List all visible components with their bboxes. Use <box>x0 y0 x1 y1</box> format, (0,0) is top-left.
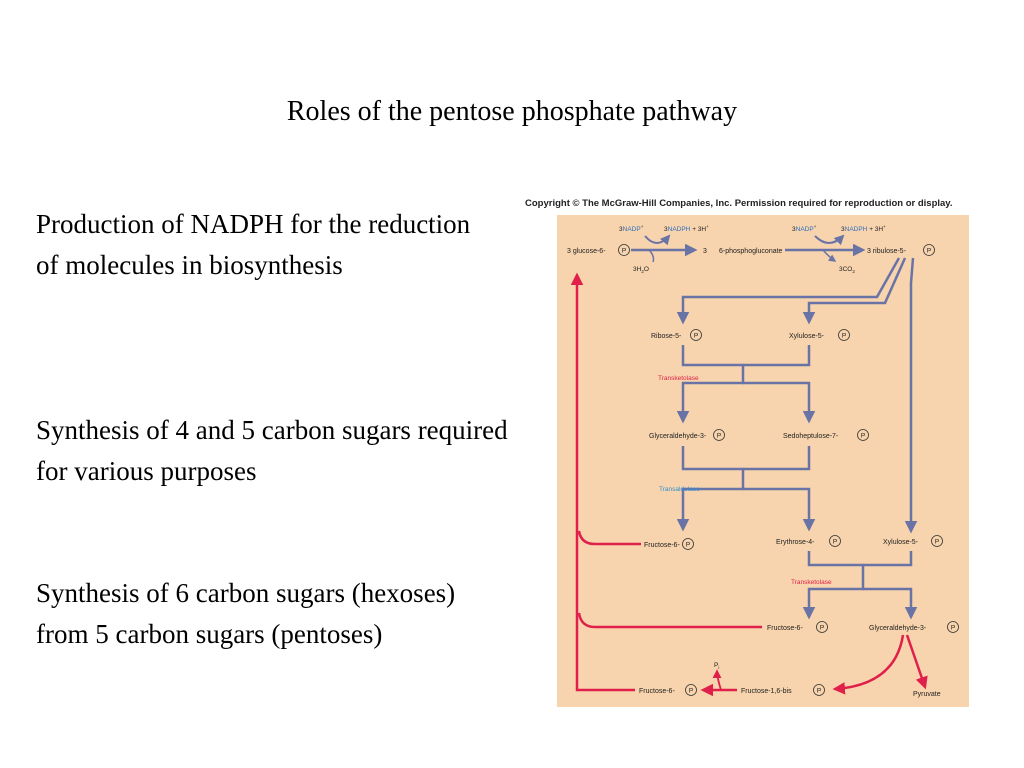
slide-title: Roles of the pentose phosphate pathway <box>286 96 738 127</box>
phosphate-circle: P <box>816 621 828 633</box>
arrow-phosphate-release <box>712 669 722 691</box>
label-glyceraldehyde-3-phosphate-1: Glyceraldehyde-3- <box>649 433 707 440</box>
arrow-transketolase-1-left <box>676 345 745 424</box>
phosphate-circle: P <box>947 621 959 633</box>
phosphate-circle: P <box>923 244 935 256</box>
arrow-recycle-fructose-2 <box>577 612 762 629</box>
phosphate-circle: P <box>713 429 725 441</box>
label-fructose-6-phosphate-1: Fructose-6- <box>644 542 680 549</box>
arrow-to-pyruvate <box>905 634 928 690</box>
label-3-nadph-2: 3NADPH + 3H+ <box>841 224 886 233</box>
label-three: 3 <box>703 248 707 255</box>
svg-text:P: P <box>820 625 824 632</box>
pentose-phosphate-diagram: 3 glucose-6- P 3NADP+ 3NADPH + 3H+ 3H2O … <box>557 215 969 707</box>
arrow-transketolase-1-right <box>743 345 809 421</box>
phosphate-circle: P <box>829 535 841 547</box>
svg-text:P: P <box>951 625 955 632</box>
label-water: 3H2O <box>633 266 649 274</box>
svg-text:P: P <box>833 539 837 546</box>
arrow-recycle-fructose-1 <box>577 530 641 546</box>
svg-text:P: P <box>842 333 846 340</box>
phosphate-circle: P <box>682 538 694 550</box>
label-3-nadp-1: 3NADP+ <box>619 224 644 233</box>
arrow-recycle-to-glucose <box>570 272 635 692</box>
label-inorganic-phosphate: Pi <box>714 662 719 670</box>
arrow-transaldolase-left <box>676 446 745 532</box>
arrow-water-input <box>648 249 655 263</box>
phosphate-circle: P <box>857 429 869 441</box>
svg-text:P: P <box>622 248 626 255</box>
arrow-ribulose-to-xylulose <box>802 257 907 325</box>
label-ribose-5-phosphate: Ribose-5- <box>651 333 682 340</box>
arrow-transketolase-2-right <box>863 551 911 617</box>
svg-text:P: P <box>861 433 865 440</box>
label-erythrose-4-phosphate: Erythrose-4- <box>776 539 815 546</box>
phosphate-circle: P <box>618 244 630 256</box>
phosphate-circle: P <box>931 535 943 547</box>
enzyme-transketolase-1: Transketolase <box>658 375 699 382</box>
arrow-co2-release <box>822 249 837 262</box>
role-nadph-production: Production of NADPH for the reduction of… <box>36 209 471 280</box>
enzyme-transketolase-2: Transketolase <box>791 579 832 586</box>
phosphate-circle: P <box>813 684 825 696</box>
arrow-nadp-reduction-2 <box>814 234 845 246</box>
label-xylulose-5-phosphate-1: Xylulose-5- <box>789 333 825 340</box>
svg-text:P: P <box>927 248 931 255</box>
label-pyruvate: Pyruvate <box>913 691 941 698</box>
label-glyceraldehyde-3-phosphate-2: Glyceraldehyde-3- <box>869 625 927 632</box>
phosphate-circle: P <box>690 329 702 341</box>
phosphate-circle: P <box>838 329 850 341</box>
arrow-transaldolase-right <box>743 446 809 529</box>
label-6-phosphogluconate: 6-phosphogluconate <box>719 248 783 255</box>
arrow-ribulose-to-ribose <box>676 257 901 325</box>
label-fructose-6-phosphate-2: Fructose-6- <box>767 625 803 632</box>
svg-text:P: P <box>935 539 939 546</box>
phosphate-circle: P <box>685 684 697 696</box>
arrow-transketolase-2-left <box>802 551 865 620</box>
label-3-nadp-2: 3NADP+ <box>792 224 817 233</box>
svg-text:P: P <box>717 433 721 440</box>
arrow-ribulose-to-xylulose-2 <box>904 257 918 534</box>
role-6-carbon-sugars: Synthesis of 6 carbon sugars (hexoses) f… <box>36 578 456 649</box>
label-ribulose-5-phosphate: 3 ribulose-5- <box>867 248 907 255</box>
svg-text:P: P <box>817 688 821 695</box>
label-fructose-6-phosphate-3: Fructose-6- <box>639 688 675 695</box>
label-xylulose-5-phosphate-2: Xylulose-5- <box>883 539 919 546</box>
role-4-5-carbon-sugars: Synthesis of 4 and 5 carbon sugars requi… <box>36 415 508 486</box>
enzyme-transaldolase: Transaldolase <box>659 486 700 493</box>
label-3-nadph-1: 3NADPH + 3H+ <box>664 224 709 233</box>
copyright-notice: Copyright © The McGraw-Hill Companies, I… <box>525 198 953 209</box>
pathway-svg: 3 glucose-6- P 3NADP+ 3NADPH + 3H+ 3H2O … <box>567 224 959 698</box>
label-fructose-1-6-bisphosphate: Fructose-1,6-bis <box>741 688 792 695</box>
arrow-to-fructose-bisphosphate <box>832 634 905 695</box>
arrow-nadp-reduction-1 <box>644 234 671 246</box>
svg-text:P: P <box>689 688 693 695</box>
svg-text:P: P <box>686 542 690 549</box>
svg-text:P: P <box>694 333 698 340</box>
label-glucose-6-phosphate: 3 glucose-6- <box>567 248 606 255</box>
label-sedoheptulose-7-phosphate: Sedoheptulose-7- <box>783 433 839 440</box>
label-co2: 3CO2 <box>839 266 855 274</box>
